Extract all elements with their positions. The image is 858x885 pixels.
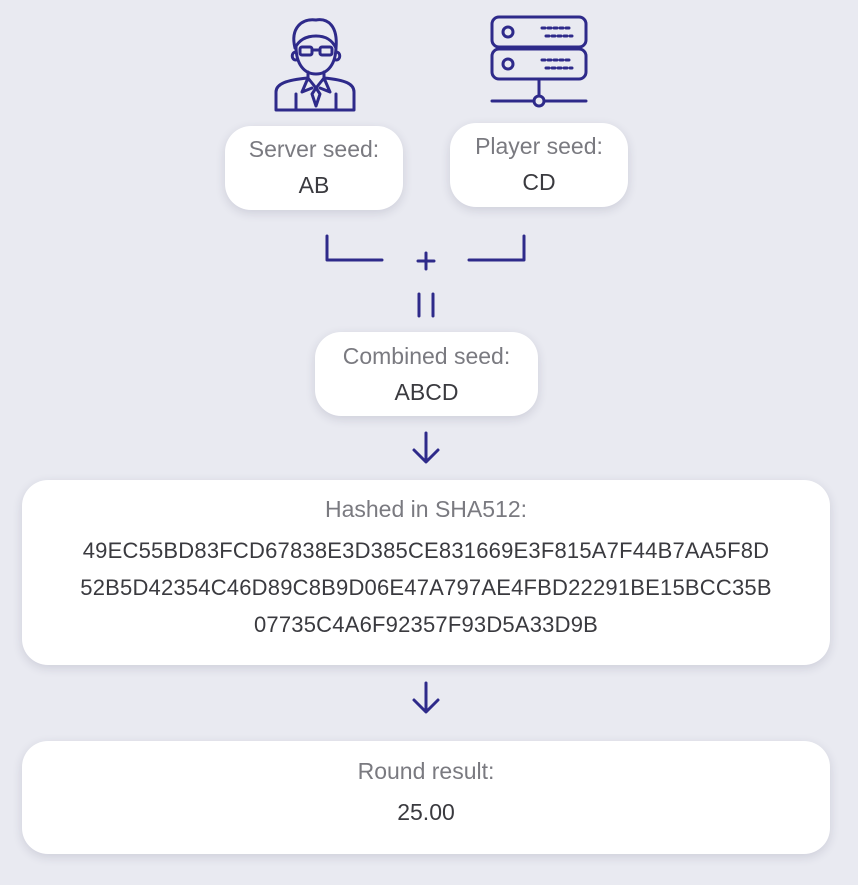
round-result-value: 25.00: [397, 799, 455, 825]
hash-line: 52B5D42354C46D89C8B9D06E47A797AE4FBD2229…: [80, 575, 772, 600]
hash-label: Hashed in SHA512:: [324, 496, 527, 522]
round-result-label: Round result:: [357, 758, 495, 784]
round-result-card: Round result: 25.00: [22, 741, 830, 854]
arrow-down-2: [412, 681, 440, 714]
hash-line: 49EC55BD83FCD67838E3D385CE831669E3F815A7…: [82, 538, 770, 563]
player-avatar-icon: [272, 14, 356, 112]
player-seed-label: Player seed:: [475, 133, 603, 159]
equals-sign: [417, 292, 435, 318]
combined-seed-label: Combined seed:: [342, 343, 511, 369]
player-seed-card: Player seed: CD: [450, 123, 628, 207]
plus-sign: [416, 251, 436, 271]
server-seed-label: Server seed:: [248, 136, 380, 162]
arrow-down-1: [412, 431, 440, 464]
left-bracket-line: [325, 234, 384, 262]
sha512-hash-card: Hashed in SHA512: 49EC55BD83FCD67838E3D3…: [22, 480, 830, 665]
player-seed-value: CD: [522, 169, 556, 195]
combined-seed-value: ABCD: [394, 379, 459, 405]
server-seed-card: Server seed: AB: [225, 126, 403, 210]
hash-line: 07735C4A6F92357F93D5A33D9B: [254, 612, 598, 637]
server-seed-value: AB: [298, 172, 330, 198]
right-bracket-line: [467, 234, 526, 262]
server-icon: [490, 15, 588, 109]
combined-seed-card: Combined seed: ABCD: [315, 332, 538, 416]
